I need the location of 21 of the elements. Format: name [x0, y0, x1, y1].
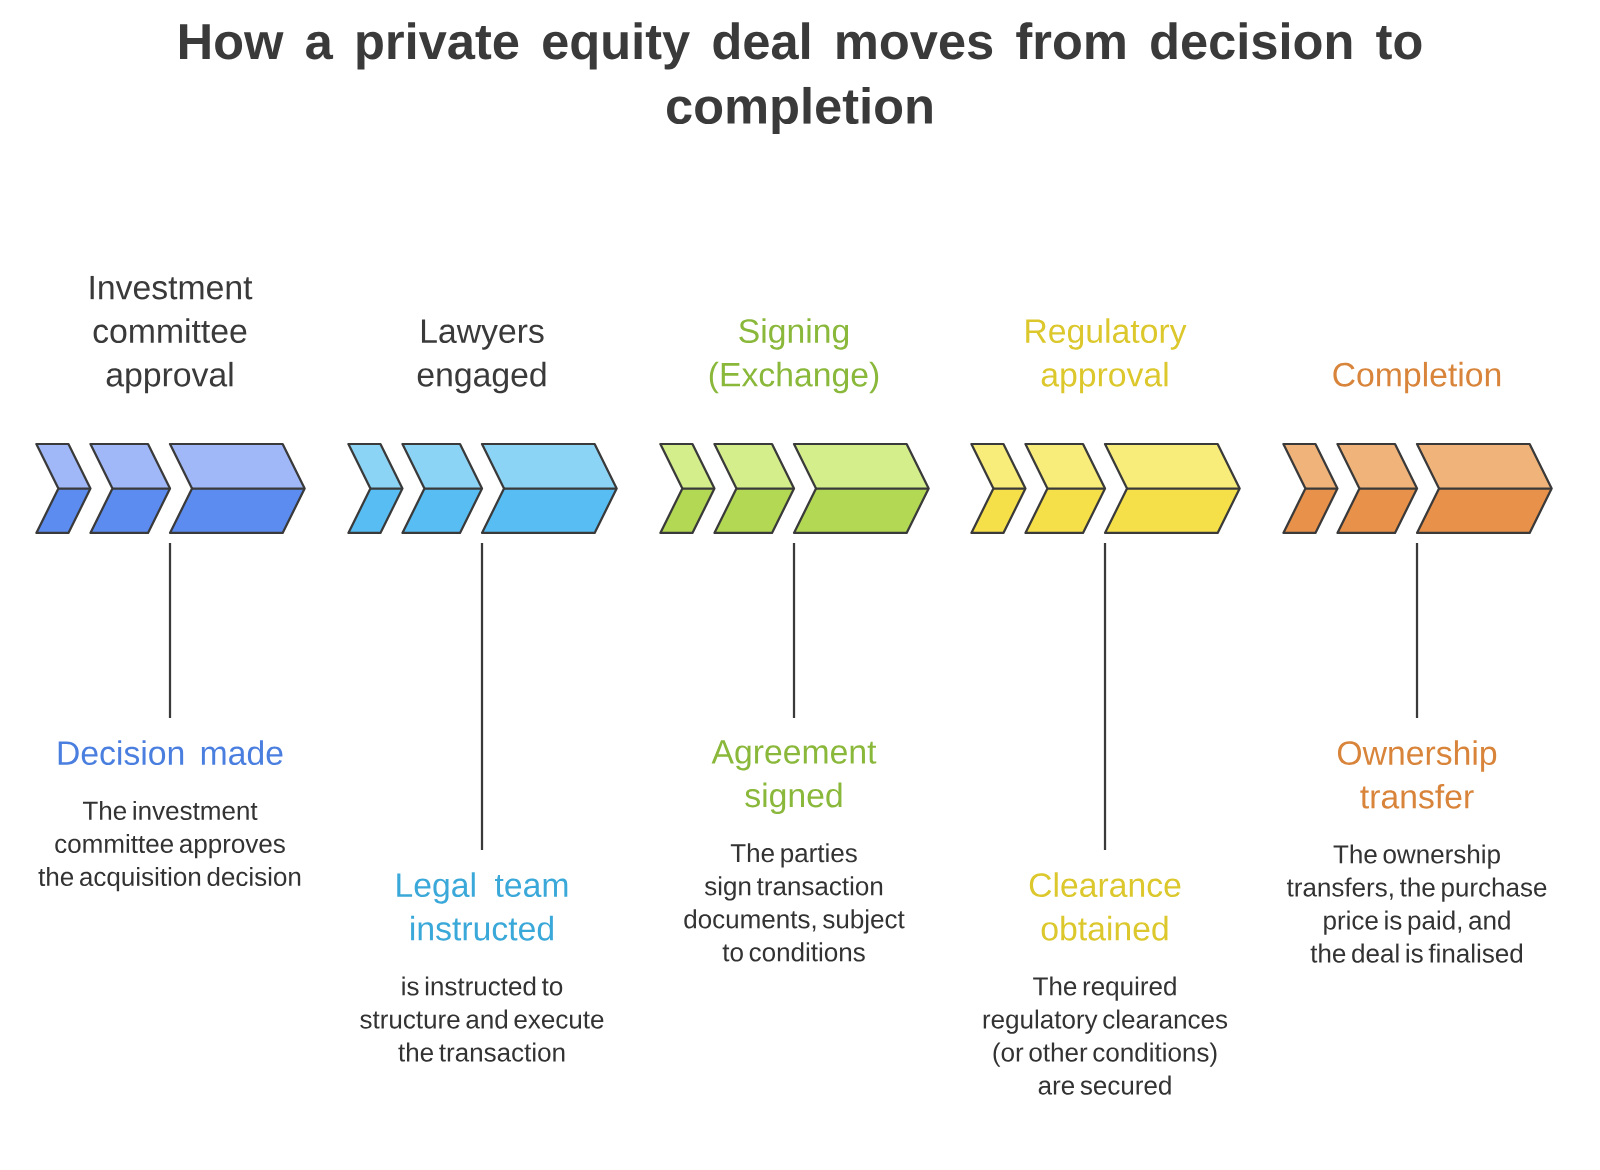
step-title: Agreement signed	[711, 740, 877, 815]
connector-line	[1103, 543, 1107, 850]
stage-heading: Lawyers engaged	[417, 319, 546, 394]
connector-line	[480, 543, 484, 850]
step-title: Decision made	[58, 740, 283, 766]
stage-heading: Investment committee approval	[90, 275, 253, 394]
step-description: The required regulatory clearances (or other conditions) are secured	[983, 976, 1228, 1095]
step-title: Ownership transfer	[1337, 740, 1497, 809]
step-description: The parties sign transaction documents, subject to conditions	[684, 843, 905, 962]
stage-heading: Signing (Exchange)	[709, 318, 879, 394]
title: How a private equity deal moves from decision to completion	[180, 22, 1422, 135]
step-title: Legal team instructed	[397, 872, 568, 941]
connector-line	[168, 543, 172, 718]
stage-heading: Regulatory approval	[1026, 318, 1187, 394]
connector-line	[1415, 543, 1419, 718]
step-description: is instructed to structure and execute the transaction	[360, 976, 604, 1062]
step-description: The investment committee approves the acquisition decision	[38, 800, 301, 892]
step-title: Clearance obtained	[1029, 872, 1181, 941]
step-description: The ownership transfers, the purchase price is paid, and the deal is finalised	[1286, 844, 1547, 963]
stage-heading: Completion	[1333, 361, 1501, 394]
connector-line	[792, 543, 796, 718]
